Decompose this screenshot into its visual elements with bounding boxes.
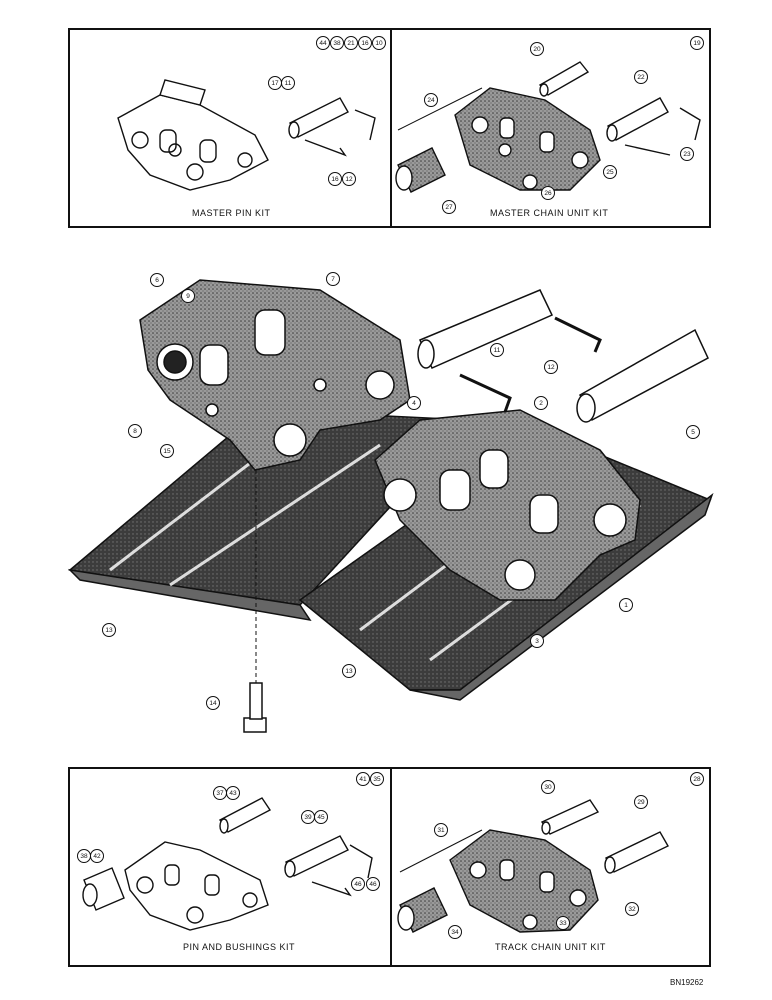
callout: 17 — [268, 76, 282, 90]
callout: 1 — [619, 598, 633, 612]
master-pin-kit-drawing — [117, 79, 376, 191]
bottom-panel-divider — [390, 769, 392, 965]
header-ref: 28 — [690, 772, 704, 786]
callout: 11 — [281, 76, 295, 90]
callout: 8 — [128, 424, 142, 438]
callout: 2 — [534, 396, 548, 410]
callout: 31 — [434, 823, 448, 837]
callout: 14 — [206, 696, 220, 710]
callout: 12 — [342, 172, 356, 186]
callout: 3 — [530, 634, 544, 648]
top-panel-divider — [390, 30, 392, 226]
callout: 45 — [314, 810, 328, 824]
callout: 25 — [603, 165, 617, 179]
callout: 24 — [424, 93, 438, 107]
main-track-assembly-drawing — [67, 279, 714, 733]
header-ref: 16 — [358, 36, 372, 50]
callout: 12 — [544, 360, 558, 374]
header-ref: 35 — [370, 772, 384, 786]
callout: 46 — [366, 877, 380, 891]
top-kits-panel — [68, 28, 711, 228]
callout: 23 — [680, 147, 694, 161]
callout: 29 — [634, 795, 648, 809]
callout: 15 — [160, 444, 174, 458]
callout: 37 — [213, 786, 227, 800]
pin-and-bushings-kit-label: PIN AND BUSHINGS KIT — [183, 942, 296, 952]
header-ref: 38 — [330, 36, 344, 50]
callout: 26 — [541, 186, 555, 200]
callout: 11 — [490, 343, 504, 357]
callout: 13 — [102, 623, 116, 637]
callout: 4 — [407, 396, 421, 410]
header-ref: 10 — [372, 36, 386, 50]
master-chain-unit-kit-label: MASTER CHAIN UNIT KIT — [490, 208, 609, 218]
header-ref: 19 — [690, 36, 704, 50]
callout: 9 — [181, 289, 195, 303]
header-ref: 21 — [344, 36, 358, 50]
callout: 7 — [326, 272, 340, 286]
callout: 34 — [448, 925, 462, 939]
callout: 27 — [442, 200, 456, 214]
callout: 6 — [150, 273, 164, 287]
track-chain-unit-kit-label: TRACK CHAIN UNIT KIT — [495, 942, 606, 952]
header-ref: 44 — [316, 36, 330, 50]
callout: 46 — [351, 877, 365, 891]
callout: 38 — [77, 849, 91, 863]
callout: 42 — [90, 849, 104, 863]
callout: 5 — [686, 425, 700, 439]
callout: 39 — [301, 810, 315, 824]
callout: 33 — [556, 916, 570, 930]
callout: 43 — [226, 786, 240, 800]
callout: 30 — [541, 780, 555, 794]
callout: 22 — [634, 70, 648, 84]
callout: 16 — [328, 172, 342, 186]
bottom-kits-panel — [68, 767, 711, 967]
master-pin-kit-label: MASTER PIN KIT — [192, 208, 271, 218]
header-ref: 41 — [356, 772, 370, 786]
pin-and-bushings-kit-drawing — [82, 797, 373, 931]
callout: 13 — [342, 664, 356, 678]
callout: 20 — [530, 42, 544, 56]
drawing-code: BN19262 — [670, 978, 704, 987]
track-chain-unit-kit-drawing — [397, 799, 669, 933]
master-chain-unit-kit-drawing — [395, 61, 701, 193]
callout: 32 — [625, 902, 639, 916]
